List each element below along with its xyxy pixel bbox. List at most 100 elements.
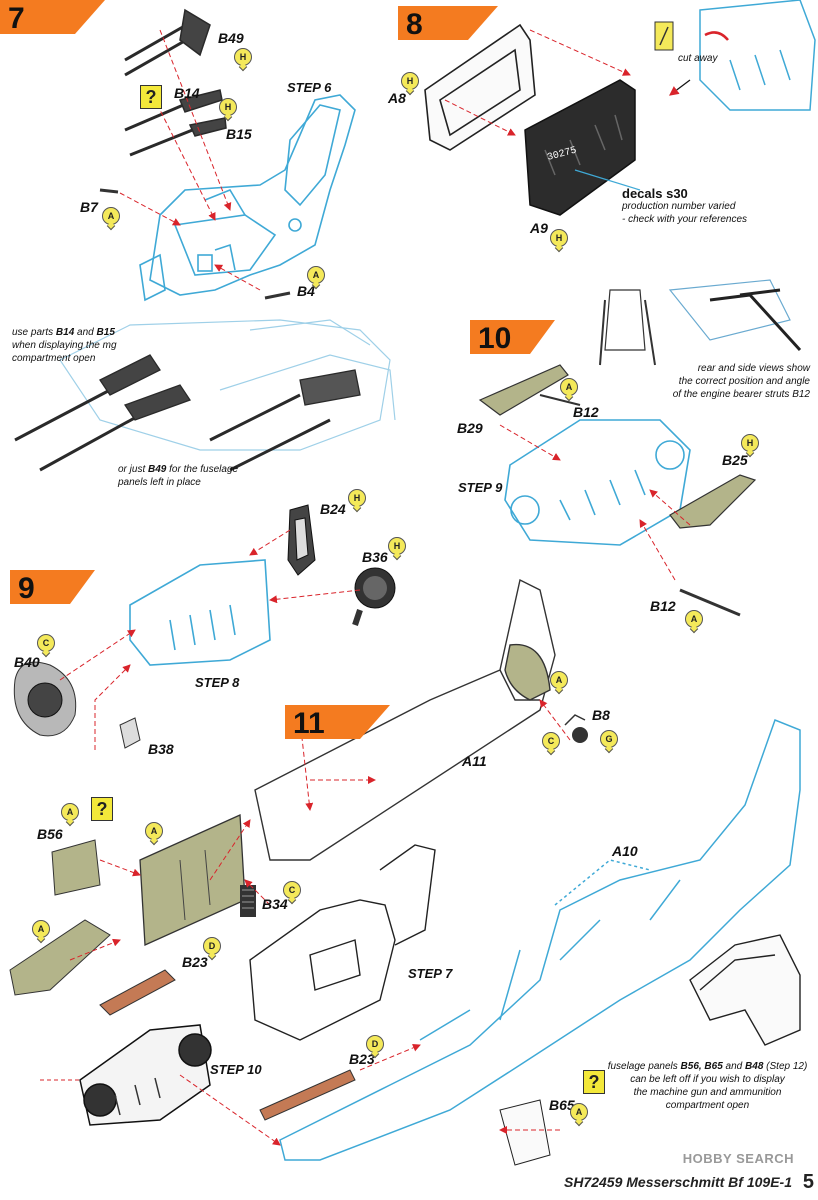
b49-note-text: for the fuselage xyxy=(166,464,239,475)
part-b4-shape xyxy=(264,291,291,300)
engine-block-a9 xyxy=(524,79,636,216)
step8-guides xyxy=(444,29,631,136)
page-number: 5 xyxy=(802,1171,814,1193)
mg-barrels-view-left xyxy=(14,354,191,472)
part-label: B34 xyxy=(262,896,288,912)
frame-a11 xyxy=(254,578,556,861)
part-label: B23 xyxy=(349,1051,375,1067)
sprue-chip: H xyxy=(401,72,419,90)
part-label: B29 xyxy=(457,420,483,436)
part-label: B15 xyxy=(226,126,252,142)
decals-title: decals s30 xyxy=(622,186,688,201)
sprue-chip: G xyxy=(600,730,618,748)
sprue-chip: H xyxy=(234,48,252,66)
watermark: HOBBY SEARCH xyxy=(682,1151,794,1166)
panel-b65 xyxy=(499,1099,551,1166)
b49-note: or just B49 for the fuselage panels left… xyxy=(118,463,298,489)
part-label: B14 xyxy=(174,85,200,101)
step-banner-9: 9 xyxy=(10,570,95,605)
panel-note-line1: fuselage panels B56, B65 and B48 (Step 1… xyxy=(605,1060,810,1073)
decals-note: decals s30 production number varied - ch… xyxy=(622,187,762,226)
step9-guides xyxy=(59,529,361,750)
sprue-chip: H xyxy=(741,434,759,452)
step-banner-8: 8 xyxy=(398,6,498,41)
sprue-chip: A xyxy=(102,207,120,225)
banner-shape xyxy=(398,6,498,40)
part-label: B23 xyxy=(182,954,208,970)
panel-note-line: can be left off if you wish to display xyxy=(630,1074,785,1085)
mg-note: use parts B14 and B15 when displaying th… xyxy=(12,326,152,365)
step-caption: STEP 7 xyxy=(408,966,453,981)
sprue-chip: A xyxy=(145,822,163,840)
panel-note: fuselage panels B56, B65 and B48 (Step 1… xyxy=(605,1060,810,1112)
cut-away-mark xyxy=(704,31,729,41)
engine-step8-blue xyxy=(129,559,271,666)
panel-note-part: B48 xyxy=(745,1061,764,1072)
footer-title: SH72459 Messerschmitt Bf 109E-1 xyxy=(563,1174,792,1190)
step7-guides xyxy=(119,29,261,291)
strut-note-line: rear and side views show xyxy=(697,363,810,374)
sprue-chip: A xyxy=(560,378,578,396)
part-label: B4 xyxy=(297,283,315,299)
mg-note-line: when displaying the mg xyxy=(12,340,117,351)
part-b24 xyxy=(287,504,316,576)
mg-note-line1: use parts B14 and B15 xyxy=(12,326,152,339)
step-caption: STEP 8 xyxy=(195,675,240,690)
engine-step9-blue xyxy=(504,419,691,546)
step-caption: STEP 9 xyxy=(458,480,503,495)
mg-note-part: B15 xyxy=(96,327,115,338)
sprue-chip: C xyxy=(542,732,560,750)
part-label: B40 xyxy=(14,654,40,670)
part-label: A8 xyxy=(388,90,406,106)
engine-cowl-a8 xyxy=(424,23,536,151)
cut-away-note: cut away xyxy=(678,53,718,64)
cut-icon-line xyxy=(659,26,669,46)
part-label: B7 xyxy=(80,199,98,215)
step-banner-7: 7 xyxy=(0,0,105,35)
step11-guides xyxy=(40,699,571,1146)
step-banner-10: 10 xyxy=(470,320,555,355)
part-label: B25 xyxy=(722,452,748,468)
lower-panel-a xyxy=(9,919,111,996)
strut-note: rear and side views show the correct pos… xyxy=(630,362,810,401)
cowl-cover xyxy=(689,934,801,1046)
sprue-chip: A xyxy=(61,803,79,821)
part-label: A9 xyxy=(530,220,548,236)
decals-line: - check with your references xyxy=(622,214,748,225)
sprue-chip: A xyxy=(570,1103,588,1121)
engine-step10 xyxy=(79,1024,212,1126)
part-label: A10 xyxy=(612,843,638,859)
step7-cockpit-blue xyxy=(139,94,356,302)
b49-note-text: or just xyxy=(118,464,149,475)
step-banner-11: 11 xyxy=(285,705,390,740)
part-b34 xyxy=(240,885,256,917)
strut-note-line: of the engine bearer struts B12 xyxy=(672,389,810,400)
step10-guides xyxy=(499,424,691,581)
part-label: B36 xyxy=(362,549,388,565)
step-number: 7 xyxy=(8,2,25,35)
optional-marker: ? xyxy=(91,797,113,821)
part-label: B65 xyxy=(549,1097,575,1113)
b49-note-line1: or just B49 for the fuselage xyxy=(118,463,298,476)
part-label: B8 xyxy=(592,707,610,723)
decal-leader xyxy=(574,169,641,191)
step-number: 10 xyxy=(478,322,512,355)
sprue-chip: C xyxy=(283,881,301,899)
cockpit-step7 xyxy=(249,844,436,1041)
part-label: B12 xyxy=(650,598,676,614)
mg-note-line: compartment open xyxy=(12,353,96,364)
b23-lower xyxy=(259,1069,356,1121)
b49-note-part: B49 xyxy=(148,464,167,475)
strut-note-line: the correct position and angle xyxy=(678,376,810,387)
mg-barrels-view-right xyxy=(209,369,361,472)
optional-marker: ? xyxy=(583,1070,605,1094)
sprue-chip: H xyxy=(550,229,568,247)
panel-b56 xyxy=(51,839,101,896)
panel-note-part: B56, B65 xyxy=(680,1061,723,1072)
step-number: 11 xyxy=(293,707,325,740)
part-b38 xyxy=(119,717,141,749)
sprue-chip: D xyxy=(203,937,221,955)
banner-shape xyxy=(285,705,390,739)
sprue-chip: A xyxy=(685,610,703,628)
panel-note-line: the machine gun and ammunition xyxy=(633,1087,782,1098)
